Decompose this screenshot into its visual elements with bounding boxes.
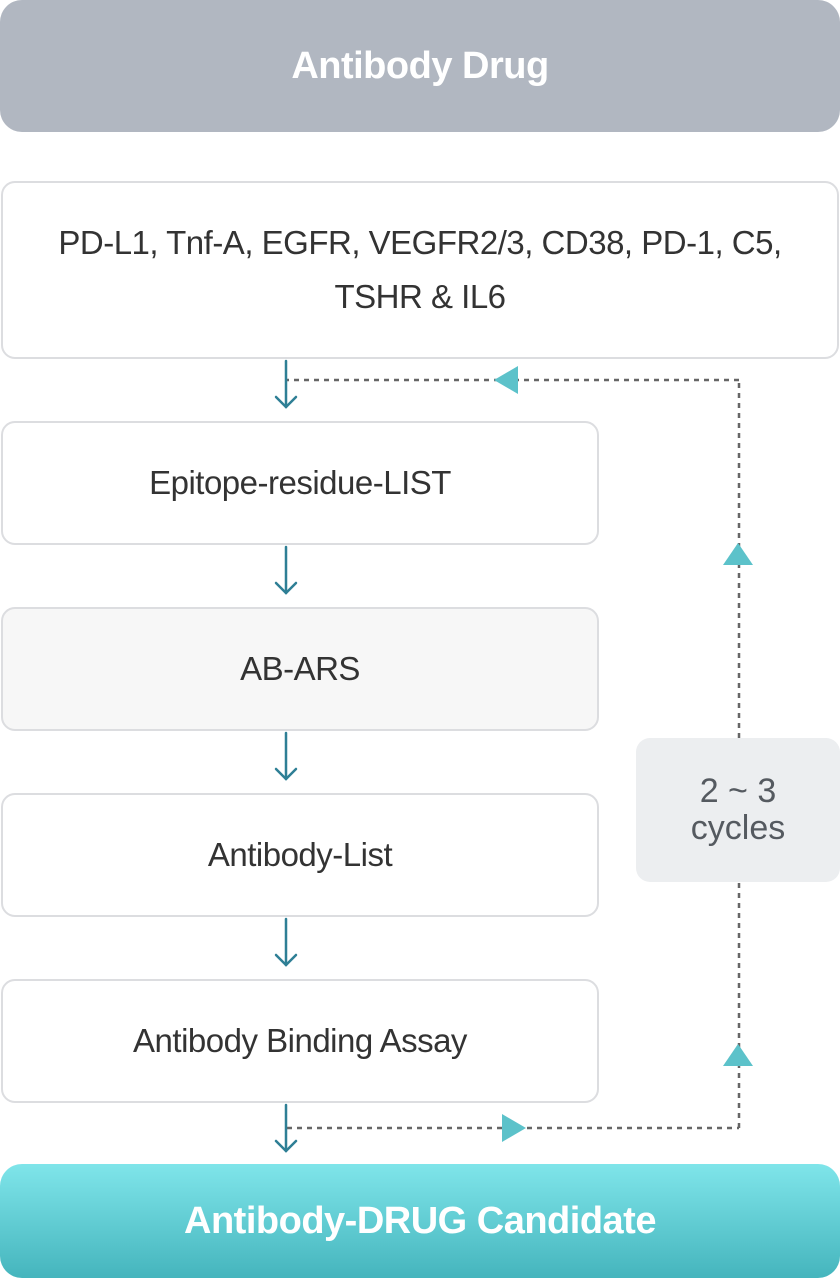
targets-box: PD-L1, Tnf-A, EGFR, VEGFR2/3, CD38, PD-1… [1, 181, 839, 359]
step-antibody-list: Antibody-List [1, 793, 599, 917]
down-arrow-icon [274, 917, 298, 967]
loop-arrowhead-up-icon [723, 1044, 753, 1066]
cycles-label: cycles [690, 809, 786, 847]
loop-arrowhead-left-icon [494, 366, 518, 394]
down-arrow-icon [274, 731, 298, 781]
step-label: Epitope-residue-LIST [149, 464, 451, 501]
cycles-badge: 2 ~ 3 cycles [636, 738, 840, 882]
down-arrow-icon [274, 1103, 298, 1153]
down-arrow-icon [274, 545, 298, 595]
step-antibody-binding-assay: Antibody Binding Assay [1, 979, 599, 1103]
step-ab-ars: AB-ARS [1, 607, 599, 731]
step-label: Antibody-List [207, 836, 393, 873]
cycles-count: 2 ~ 3 [699, 772, 777, 810]
loop-arrowhead-up-icon [723, 543, 753, 565]
footer-title: Antibody-DRUG Candidate [184, 1199, 656, 1242]
loop-arrowhead-right-icon [502, 1114, 526, 1142]
header-title: Antibody Drug [291, 44, 549, 87]
step-label: Antibody Binding Assay [133, 1022, 467, 1059]
step-label: AB-ARS [240, 650, 360, 687]
targets-line-2: TSHR & IL6 [334, 278, 506, 315]
step-epitope-residue-list: Epitope-residue-LIST [1, 421, 599, 545]
targets-line-1: PD-L1, Tnf-A, EGFR, VEGFR2/3, CD38, PD-1… [58, 224, 782, 261]
down-arrow-icon [274, 359, 298, 409]
footer-banner: Antibody-DRUG Candidate [0, 1164, 840, 1278]
header-banner: Antibody Drug [0, 0, 840, 132]
